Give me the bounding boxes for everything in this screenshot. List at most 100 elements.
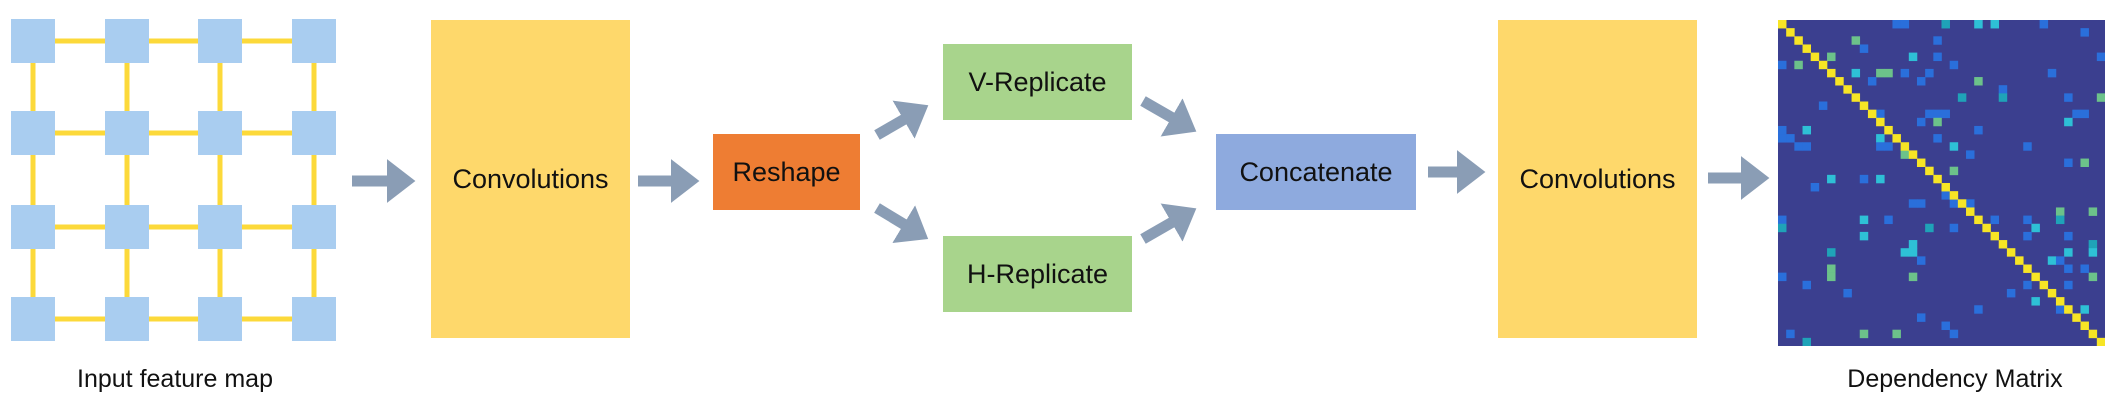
matrix-diagonal-cell (1957, 199, 1967, 208)
matrix-diagonal-cell (2072, 313, 2081, 322)
grid-node (11, 297, 55, 341)
matrix-cell (1884, 142, 1893, 151)
grid-node (198, 19, 242, 63)
matrix-diagonal-cell (1900, 142, 1910, 151)
matrix-cell (2064, 231, 2073, 241)
matrix-cell (2023, 231, 2032, 241)
grid-node (292, 19, 336, 63)
matrix-cell (1778, 134, 1787, 143)
matrix-cell (1827, 52, 1836, 62)
matrix-cell (1949, 223, 1959, 233)
matrix-cell (2088, 207, 2098, 216)
matrix-diagonal-cell (1859, 101, 1869, 110)
matrix-cell (1966, 150, 1975, 159)
matrix-diagonal-cell (1925, 166, 1934, 176)
matrix-diagonal-cell (1851, 93, 1861, 102)
matrix-diagonal-cell (2088, 329, 2098, 339)
matrix-cell (1949, 60, 1959, 70)
matrix-cell (1802, 125, 1811, 135)
matrix-diagonal-cell (2023, 264, 2032, 273)
matrix-cell (1900, 248, 1910, 257)
concatenate-block: Concatenate (1216, 134, 1416, 210)
matrix-diagonal-cell (1786, 28, 1795, 37)
matrix-cell (1851, 68, 1861, 78)
matrix-cell (1941, 109, 1950, 119)
matrix-cell (1876, 109, 1885, 119)
matrix-cell (1998, 93, 2008, 102)
matrix-cell (2088, 240, 2098, 249)
matrix-cell (1957, 93, 1967, 102)
matrix-diagonal-cell (1835, 77, 1844, 86)
matrix-diagonal-cell (2047, 288, 2057, 298)
matrix-cell (2031, 223, 2040, 233)
v-replicate-block: V-Replicate (943, 44, 1132, 120)
matrix-cell (2080, 28, 2089, 37)
matrix-cell (1794, 60, 1803, 70)
convolutions-block-2: Convolutions (1498, 20, 1697, 338)
matrix-diagonal-cell (1933, 174, 1942, 184)
matrix-cell (2006, 288, 2016, 298)
matrix-diagonal-cell (1778, 20, 1787, 29)
matrix-cell (2055, 207, 2065, 216)
matrix-cell (1876, 134, 1885, 143)
matrix-cell (2064, 93, 2073, 102)
matrix-cell (1974, 305, 1983, 314)
matrix-cell (1933, 134, 1942, 143)
matrix-cell (1933, 117, 1942, 127)
matrix-cell (1818, 101, 1828, 110)
grid-node (292, 297, 336, 341)
matrix-cell (1974, 77, 1983, 86)
matrix-cell (2088, 248, 2098, 257)
matrix-cell (1949, 166, 1959, 176)
matrix-cell (1827, 264, 1836, 273)
matrix-cell (1916, 117, 1926, 127)
matrix-cell (1908, 199, 1918, 208)
grid-node (105, 297, 149, 341)
grid-node (198, 111, 242, 155)
matrix-cell (1827, 174, 1836, 184)
matrix-cell (1884, 215, 1893, 225)
matrix-diagonal-cell (1876, 117, 1885, 127)
matrix-cell (2039, 20, 2049, 29)
matrix-cell (1908, 240, 1918, 249)
matrix-diagonal-cell (1818, 60, 1828, 70)
grid-node (11, 205, 55, 249)
matrix-cell (1827, 248, 1836, 257)
matrix-diagonal-cell (2080, 321, 2089, 330)
dependency-matrix-caption: Dependency Matrix (1847, 365, 2063, 393)
matrix-cell (2096, 52, 2105, 62)
matrix-cell (1990, 215, 2000, 225)
matrix-cell (2023, 280, 2032, 290)
matrix-cell (1778, 223, 1787, 233)
matrix-cell (2055, 256, 2065, 265)
grid-node (11, 111, 55, 155)
matrix-diagonal-cell (2039, 280, 2049, 290)
matrix-cell (1925, 223, 1934, 233)
matrix-cell (2055, 215, 2065, 225)
matrix-diagonal-cell (1802, 44, 1811, 53)
matrix-diagonal-cell (2006, 248, 2016, 257)
matrix-cell (1933, 36, 1942, 45)
matrix-cell (1998, 85, 2008, 94)
matrix-cell (1974, 20, 1983, 29)
matrix-cell (1778, 125, 1787, 135)
matrix-cell (1859, 44, 1869, 53)
matrix-diagonal-cell (1941, 183, 1950, 192)
matrix-cell (2096, 93, 2105, 102)
matrix-diagonal-cell (1974, 215, 1983, 225)
grid-node (105, 111, 149, 155)
grid-node (292, 205, 336, 249)
matrix-cell (1908, 52, 1918, 62)
matrix-cell (1925, 68, 1934, 78)
arrow-reshape-to-v-replicate (874, 100, 929, 140)
input-feature-map-caption: Input feature map (77, 365, 273, 393)
matrix-cell (2088, 272, 2098, 282)
matrix-cell (2080, 158, 2089, 167)
matrix-cell (1827, 272, 1836, 282)
matrix-diagonal-cell (1908, 150, 1918, 159)
matrix-cell (1941, 191, 1950, 200)
matrix-cell (2055, 305, 2065, 314)
matrix-cell (1810, 183, 1820, 192)
matrix-cell (1916, 256, 1926, 265)
input-feature-grid (11, 19, 336, 341)
